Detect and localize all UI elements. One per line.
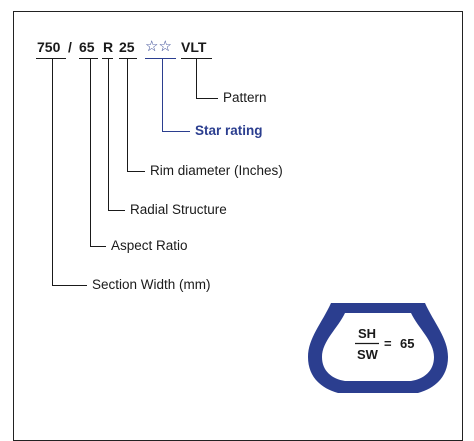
- label-rim-diameter: Rim diameter (Inches): [150, 163, 283, 178]
- label-aspect-ratio: Aspect Ratio: [111, 238, 188, 253]
- code-slash: /: [68, 39, 72, 55]
- label-star-rating: Star rating: [195, 123, 263, 138]
- leader-lines: [36, 58, 448, 393]
- label-radial-structure: Radial Structure: [130, 202, 227, 217]
- leader-aspect-ratio: [90, 58, 106, 247]
- leader-section-width: [52, 58, 87, 286]
- ratio-value: 65: [400, 336, 415, 351]
- code-pattern: VLT: [181, 39, 207, 55]
- leader-pattern: [196, 58, 218, 99]
- code-rim-diameter: 25: [119, 39, 135, 55]
- leader-star-rating: [162, 58, 190, 132]
- ratio-denominator: SW: [357, 347, 378, 362]
- leader-rim-diameter: [127, 58, 145, 172]
- code-section-width: 750: [37, 39, 61, 55]
- code-construction: R: [103, 39, 114, 55]
- ratio-equals: =: [384, 336, 392, 351]
- label-section-width: Section Width (mm): [92, 277, 211, 292]
- label-pattern: Pattern: [223, 90, 267, 105]
- code-aspect-ratio: 65: [79, 39, 95, 55]
- code-stars: ☆☆: [145, 38, 172, 55]
- tyre-inner: [322, 313, 434, 381]
- ratio-numerator: SH: [358, 326, 377, 341]
- leader-radial-structure: [108, 58, 125, 211]
